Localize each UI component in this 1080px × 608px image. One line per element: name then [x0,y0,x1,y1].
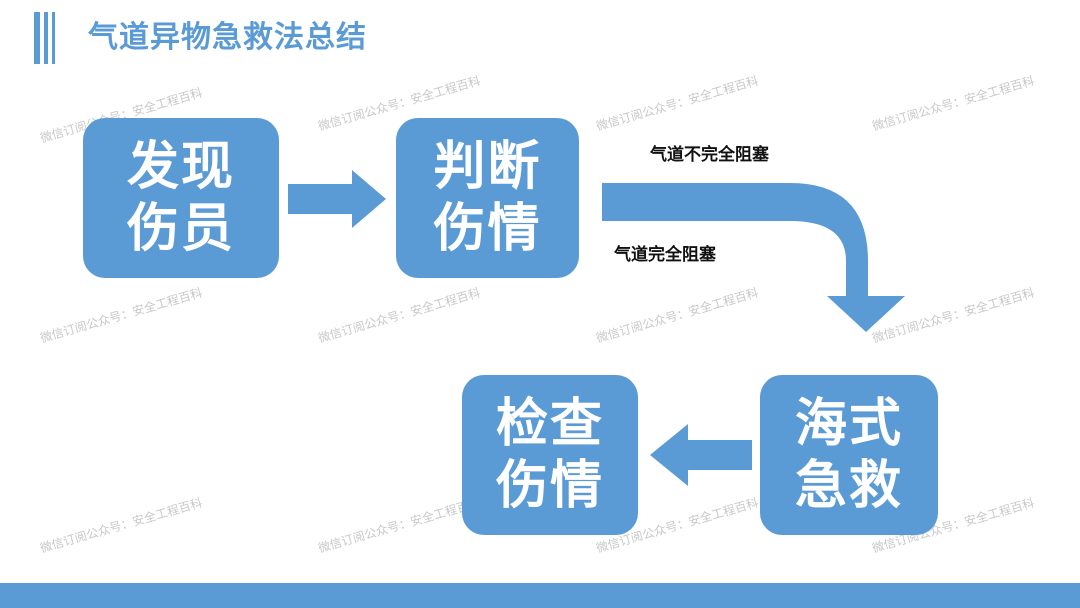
page-title: 气道异物急救法总结 [88,20,367,55]
title-bar-2 [44,12,48,64]
step-find-casualty: 发现 伤员 [83,118,279,278]
watermark: 微信订阅公众号：安全工程百科 [316,285,482,346]
step-heimlich-line2: 急救 [794,456,903,516]
arrow-heimlich-to-check [650,424,752,486]
watermark: 微信订阅公众号：安全工程百科 [316,495,482,556]
step-judge-line1: 判断 [433,137,542,197]
watermark: 微信订阅公众号：安全工程百科 [594,73,760,134]
step-find-line2: 伤员 [126,199,235,259]
footer-bar [0,583,1080,608]
title-accent-bars [34,12,64,64]
watermark: 微信订阅公众号：安全工程百科 [38,285,204,346]
label-complete-obstruction: 气道完全阻塞 [614,245,716,265]
step-heimlich-line1: 海式 [794,394,903,454]
step-find-line1: 发现 [126,137,235,197]
watermark: 微信订阅公众号：安全工程百科 [38,495,204,556]
step-judge-line2: 伤情 [433,199,542,259]
step-check-line2: 伤情 [495,456,604,516]
step-check-line1: 检查 [495,394,604,454]
step-check-injury: 检查 伤情 [462,375,638,535]
arrow-find-to-judge [288,170,386,228]
label-incomplete-obstruction: 气道不完全阻塞 [650,145,769,165]
title-bar-1 [34,12,40,64]
step-heimlich-maneuver: 海式 急救 [760,375,938,535]
watermark: 微信订阅公众号：安全工程百科 [594,285,760,346]
title-bar-3 [52,12,55,64]
watermark: 微信订阅公众号：安全工程百科 [870,73,1036,134]
watermark: 微信订阅公众号：安全工程百科 [870,285,1036,346]
step-assess-injury: 判断 伤情 [396,118,579,278]
